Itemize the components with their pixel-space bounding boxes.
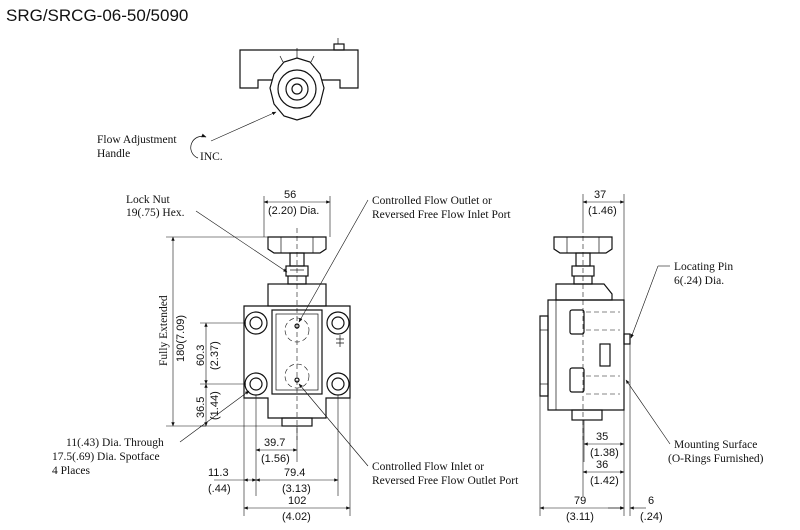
dim-11-3-label: 11.3 (208, 467, 229, 479)
dim-37-label: 37 (594, 189, 606, 201)
outlet-label-line1: Controlled Flow Outlet or (372, 195, 492, 207)
lock-nut-callout: Lock Nut 19(.75) Hex. (126, 194, 288, 273)
dim-180-label: 180(7.09) (175, 315, 187, 362)
dim-79-inch-label: (3.11) (566, 511, 594, 523)
page-title: SRG/SRCG-06-50/5090 (6, 6, 189, 25)
rotation-arrow-icon (190, 133, 207, 159)
inlet-label-line2: Reversed Free Flow Outlet Port (372, 475, 519, 487)
dim-6-inch-label: (.24) (640, 511, 663, 523)
locating-pin-callout: Locating Pin 6(.24) Dia. (630, 261, 733, 339)
front-bottom-dims: 39.7 (1.56) 11.3 (.44) 79.4 (3.13) 102 (… (208, 395, 351, 523)
lock-nut-size-label: 19(.75) Hex. (126, 207, 185, 219)
dim-36-5-label: 36.5 (195, 397, 207, 418)
handle-label: Handle (97, 148, 130, 160)
o-rings-label: (O-Rings Furnished) (668, 453, 764, 465)
dim-79-4-inch-label: (3.13) (282, 483, 311, 495)
mounting-surface-label: Mounting Surface (674, 439, 757, 451)
dim-102-label: 102 (288, 495, 306, 507)
side-view (539, 228, 631, 440)
through-label-line3: 4 Places (52, 465, 91, 477)
dim-36-label: 36 (596, 459, 608, 471)
dim-60-label: 60.3 (195, 345, 207, 366)
mounting-surface-callout: Mounting Surface (O-Rings Furnished) (625, 379, 764, 465)
locating-pin-size-label: 6(.24) Dia. (674, 275, 724, 287)
dim-36-inch-label: (1.42) (590, 475, 619, 487)
dim-102-inch-label: (4.02) (282, 511, 311, 523)
dim-39-7-label: 39.7 (264, 437, 285, 449)
dim-11-3-inch-label: (.44) (208, 483, 231, 495)
side-bottom-dims: 35 (1.38) 36 (1.42) 79 (3.11) 6 (.24) (539, 344, 663, 523)
front-view (243, 228, 351, 440)
dim-35-label: 35 (596, 431, 608, 443)
dim-180: Fully Extended 180(7.09) (158, 236, 282, 427)
dim-56-inch-label: (2.20) Dia. (268, 205, 319, 217)
flow-adjustment-label: Flow Adjustment (97, 134, 177, 146)
inlet-callout: Controlled Flow Inlet or Reversed Free F… (298, 383, 519, 487)
dim-79-4-label: 79.4 (284, 467, 305, 479)
dim-37: 37 (1.46) (582, 189, 625, 300)
dim-35-inch-label: (1.38) (590, 447, 619, 459)
through-hole-callout: 11(.43) Dia. Through 17.5(.69) Dia. Spot… (52, 390, 250, 477)
top-view (239, 38, 359, 121)
fully-extended-label: Fully Extended (158, 295, 170, 366)
dim-56: 56 (2.20) Dia. (263, 189, 331, 237)
outlet-label-line2: Reversed Free Flow Inlet Port (372, 209, 511, 221)
outlet-callout: Controlled Flow Outlet or Reversed Free … (298, 195, 511, 323)
through-label-line1: 11(.43) Dia. Through (66, 437, 164, 449)
dim-39-7-inch-label: (1.56) (261, 453, 290, 465)
dim-6-label: 6 (648, 495, 654, 507)
dim-60: 60.3 (2.37) (195, 322, 246, 385)
dim-37-inch-label: (1.46) (588, 205, 617, 217)
inc-label: INC. (200, 151, 223, 163)
locating-pin-label: Locating Pin (674, 261, 733, 273)
lock-nut-label: Lock Nut (126, 194, 171, 206)
dim-36-5-inch-label: (1.44) (209, 391, 221, 420)
dim-79-label: 79 (574, 495, 586, 507)
inlet-label-line1: Controlled Flow Inlet or (372, 461, 484, 473)
flow-adjustment-callout: Flow Adjustment Handle INC. (97, 111, 277, 163)
dim-60-inch-label: (2.37) (209, 341, 221, 370)
through-label-line2: 17.5(.69) Dia. Spotface (52, 451, 160, 463)
dim-56-label: 56 (284, 189, 296, 201)
dim-36-5: 36.5 (1.44) (195, 383, 221, 427)
